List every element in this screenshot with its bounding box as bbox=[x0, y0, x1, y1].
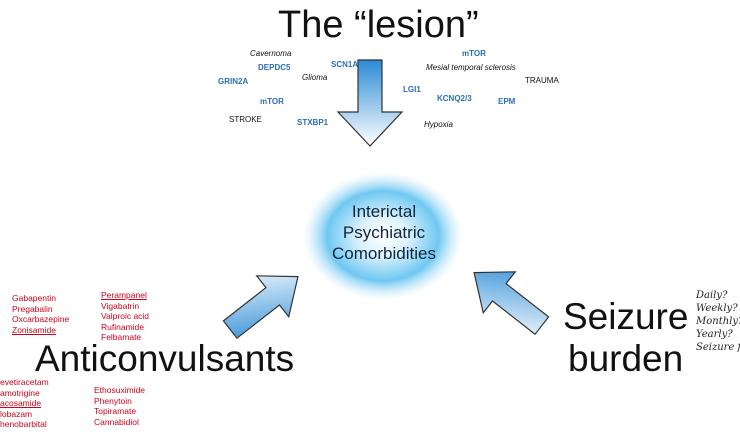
drug-item: Gabapentin bbox=[12, 293, 56, 303]
down-arrow bbox=[336, 59, 404, 147]
frequency-item: Daily? bbox=[696, 290, 728, 301]
label-hypoxia: Hypoxia bbox=[424, 120, 453, 129]
drug-list-top-left: Gabapentin Pregabalin Oxcarbazepine Zoni… bbox=[12, 293, 69, 335]
seizure-frequency-list: Daily? Weekly? Monthly? Yearly? Seizure … bbox=[696, 289, 740, 354]
drug-item: Perampanel bbox=[101, 290, 147, 300]
center-line-2: Psychiatric bbox=[342, 223, 426, 242]
drug-item: Oxcarbazepine bbox=[12, 314, 70, 324]
frequency-item: Seizure free bbox=[696, 342, 740, 353]
drug-item: Topiramate bbox=[94, 406, 137, 416]
label-glioma: Glioma bbox=[302, 73, 328, 82]
label-cavernoma: Cavernoma bbox=[250, 49, 292, 58]
drug-list-top-right: Perampanel Vigabatrin Valproic acid Rufi… bbox=[101, 290, 149, 343]
center-line-1: Interictal bbox=[351, 202, 417, 221]
label-stroke: STROKE bbox=[229, 115, 262, 124]
drug-item: Pregabalin bbox=[12, 303, 53, 314]
drug-item: Cannabidiol bbox=[94, 416, 139, 427]
label-epm: EPM bbox=[498, 97, 516, 106]
label-mtor-right: mTOR bbox=[462, 49, 486, 58]
label-trauma: TRAUMA bbox=[525, 76, 559, 85]
seizure-label: Seizure bbox=[563, 296, 689, 337]
drug-item: Felbamate bbox=[101, 332, 142, 342]
drug-item: Phenytoin bbox=[94, 395, 132, 406]
center-comorbidities: Interictal Psychiatric Comorbidities bbox=[313, 201, 455, 264]
label-mtor-left: mTOR bbox=[260, 97, 284, 106]
label-mesial-temporal-sclerosis: Mesial temporal sclerosis bbox=[426, 63, 516, 72]
drug-item: Rufinamide bbox=[101, 321, 144, 332]
drug-list-bottom-right: Ethosuximide Phenytoin Topiramate Cannab… bbox=[94, 385, 145, 427]
burden-label: burden bbox=[568, 338, 684, 379]
drug-item: Zonisamide bbox=[12, 324, 56, 335]
drug-item: henobarbital bbox=[0, 419, 47, 429]
drug-item: lobazam bbox=[0, 408, 33, 419]
frequency-item: Monthly? bbox=[696, 316, 740, 327]
label-scn1a: SCN1A bbox=[331, 60, 359, 69]
label-kcnq: KCNQ2/3 bbox=[437, 94, 472, 103]
label-grin2a: GRIN2A bbox=[218, 77, 249, 86]
frequency-item: Yearly? bbox=[696, 329, 733, 340]
frequency-item: Weekly? bbox=[696, 303, 738, 314]
label-depdc5: DEPDC5 bbox=[258, 63, 291, 72]
drug-item: Vigabatrin bbox=[101, 300, 140, 311]
seizure-burden-arrow bbox=[473, 271, 550, 336]
label-lgi1: LGI1 bbox=[403, 85, 421, 94]
drug-list-bottom-left: evetiracetam amotrigine acosamide lobaza… bbox=[0, 377, 49, 430]
drug-item: amotrigine bbox=[0, 387, 40, 398]
drug-item: Ethosuximide bbox=[94, 385, 146, 395]
center-glow bbox=[303, 172, 463, 300]
label-stxbp1: STXBP1 bbox=[297, 118, 329, 127]
drug-item: Valproic acid bbox=[101, 311, 150, 321]
drug-item: acosamide bbox=[0, 398, 42, 408]
drug-item: evetiracetam bbox=[0, 377, 49, 387]
anticonvulsants-label: Anticonvulsants bbox=[35, 338, 295, 379]
center-line-3: Comorbidities bbox=[332, 244, 436, 263]
anticonvulsants-arrow bbox=[222, 275, 299, 340]
lesion-title: The “lesion” bbox=[278, 4, 479, 46]
